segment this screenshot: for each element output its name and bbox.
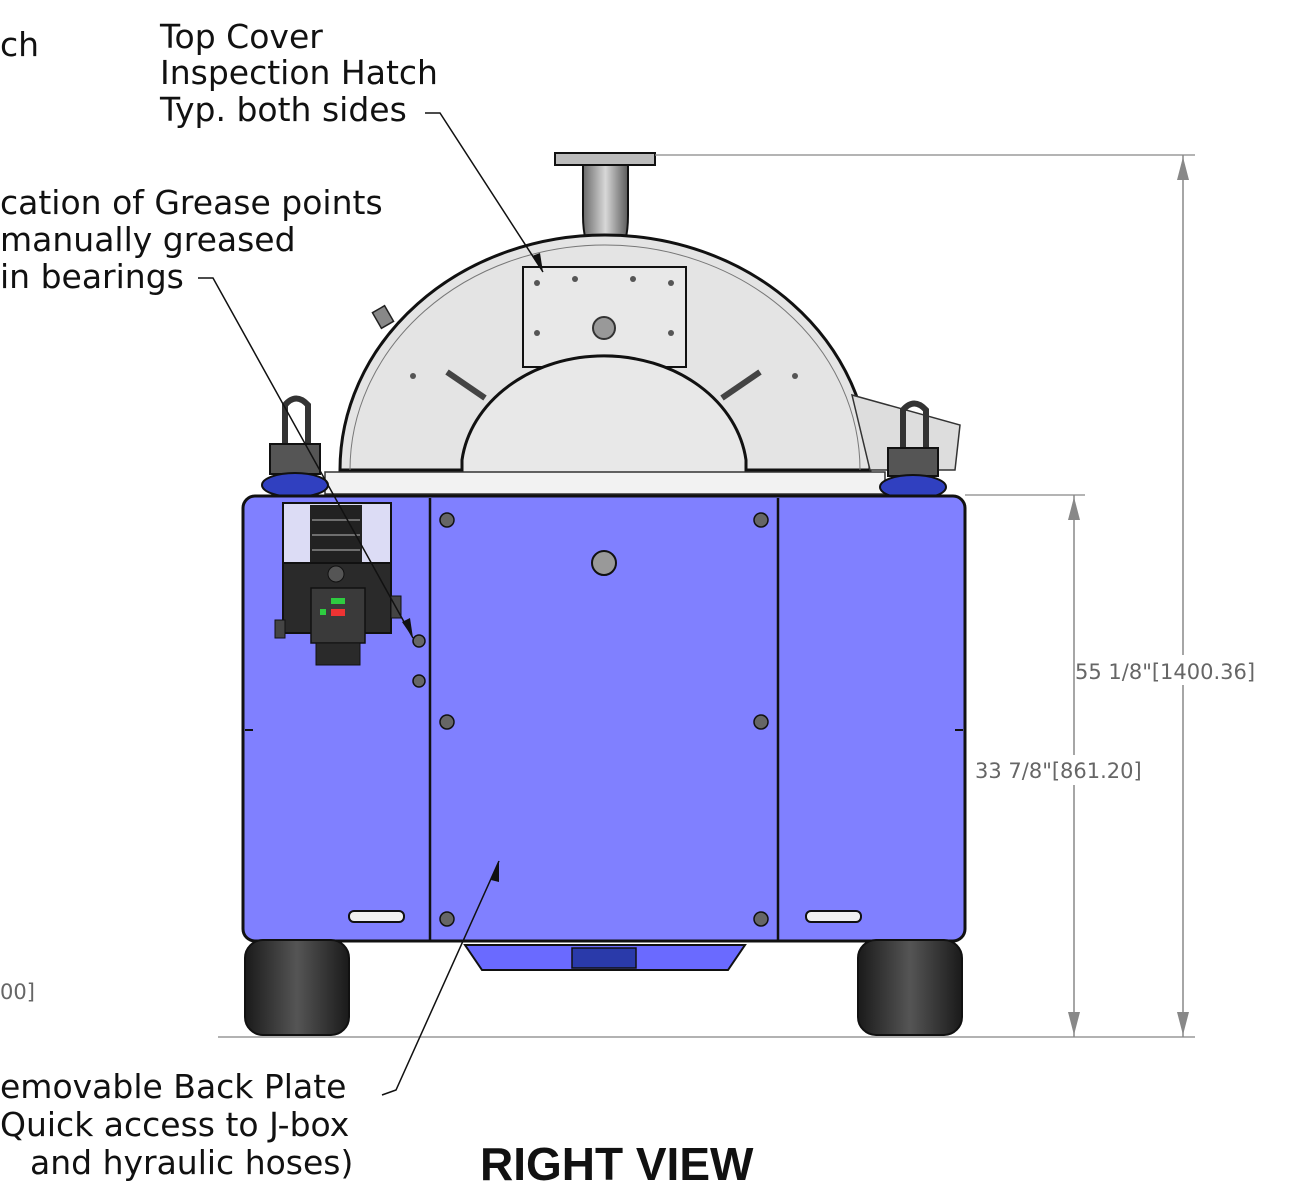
top-hatch-line-3: Typ. both sides — [159, 90, 407, 129]
partial-dimension-label: 00] — [0, 980, 35, 1004]
top-hatch-line-2: Inspection Hatch — [160, 53, 438, 92]
callout-back-plate: emovable Back Plate Quick access to J-bo… — [0, 860, 500, 1182]
body-height-label: 33 7/8"[861.20] — [975, 759, 1142, 783]
grease-line-2: manually greased — [0, 220, 296, 259]
base-body — [241, 494, 967, 971]
back-plate-line-3: and hyraulic hoses) — [30, 1143, 353, 1182]
callout-top-hatch: Top Cover Inspection Hatch Typ. both sid… — [159, 17, 544, 273]
control-box — [274, 502, 402, 666]
grease-line-3: in bearings — [0, 257, 184, 296]
drum-cover — [324, 233, 961, 500]
overall-height-label: 55 1/8"[1400.36] — [1075, 660, 1255, 684]
callout-grease-points: cation of Grease points manually greased… — [0, 183, 414, 639]
left-lifting-eye — [261, 395, 329, 498]
right-wheel — [857, 939, 963, 1036]
partial-callout-text: ch — [0, 25, 39, 64]
dimension-overall-height: 55 1/8"[1400.36] — [655, 154, 1290, 1037]
grease-line-1: cation of Grease points — [0, 183, 383, 222]
machine-assembly — [218, 152, 1195, 1038]
dimension-body-height: 33 7/8"[861.20] — [965, 494, 1172, 1037]
left-wheel — [244, 939, 350, 1036]
back-plate-line-1: emovable Back Plate — [0, 1067, 346, 1106]
back-plate-line-2: Quick access to J-box — [0, 1105, 349, 1144]
top-hatch-line-1: Top Cover — [159, 17, 323, 56]
view-title: RIGHT VIEW — [480, 1138, 754, 1184]
right-lifting-eye — [879, 400, 947, 500]
